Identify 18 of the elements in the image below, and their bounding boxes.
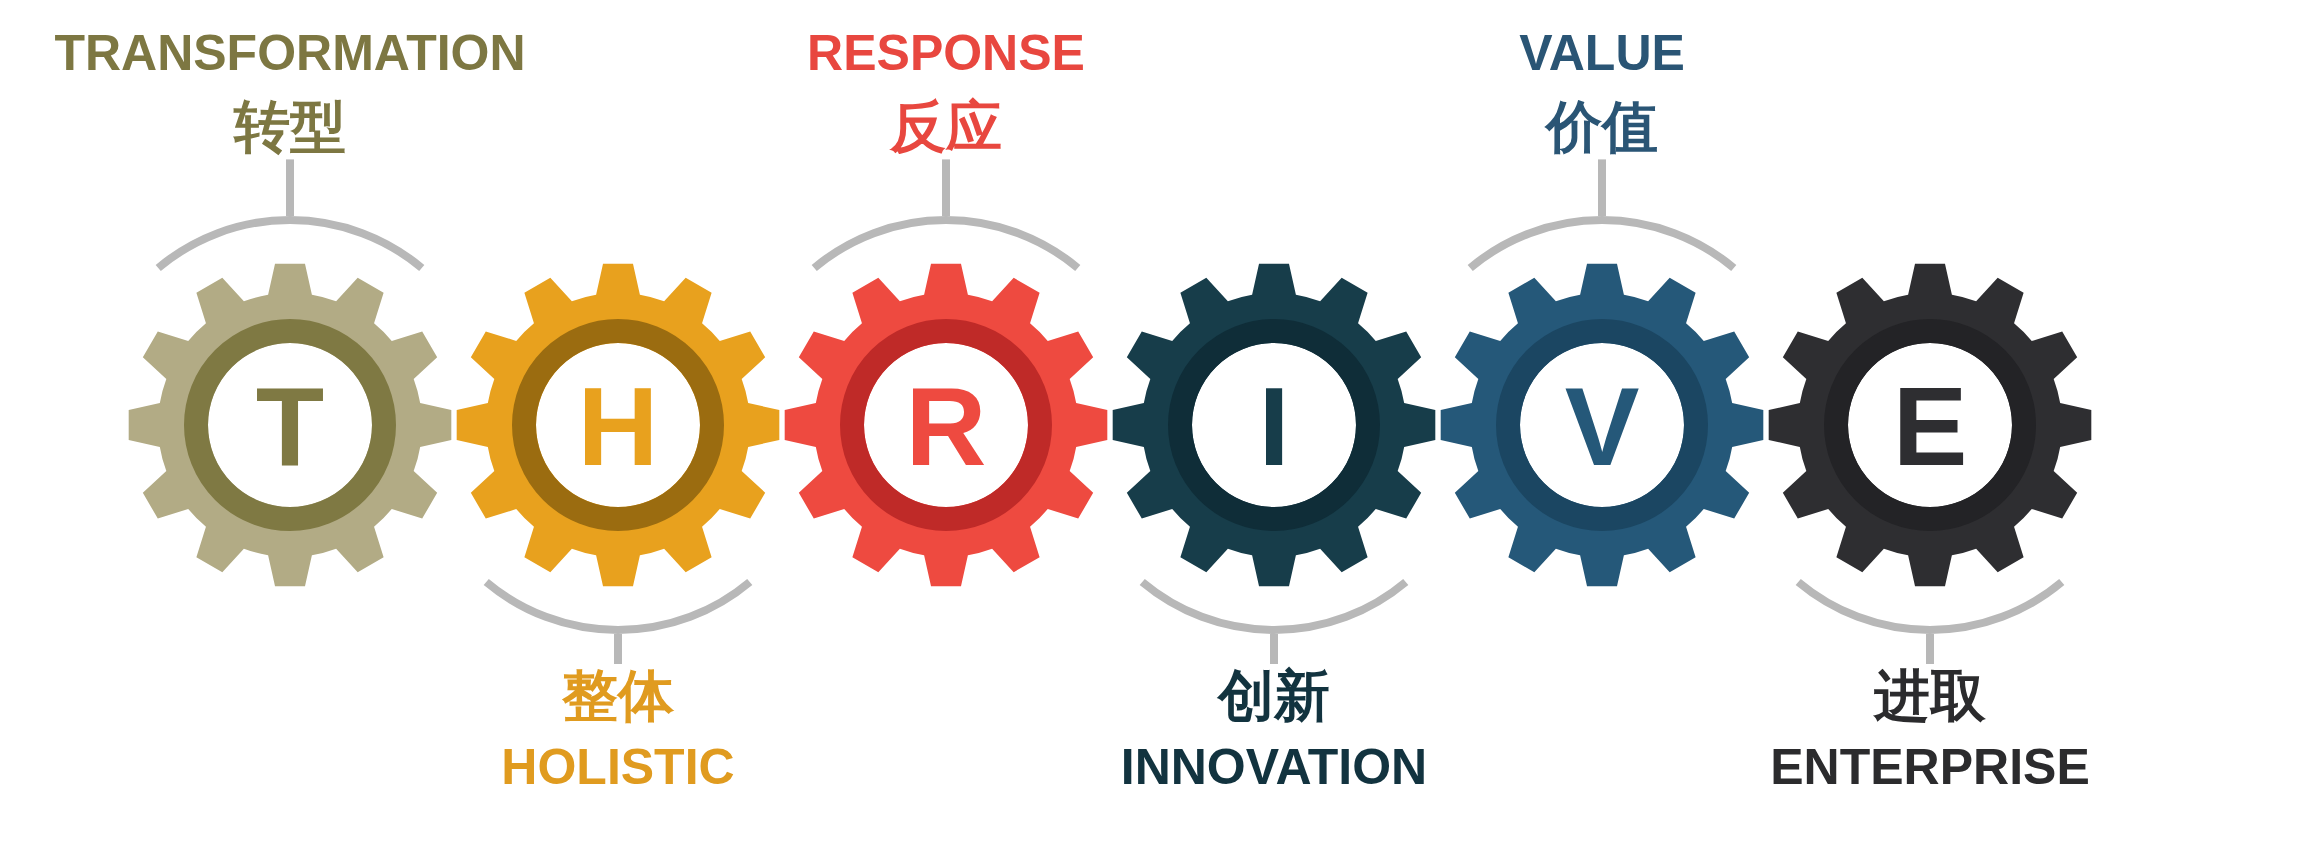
chinese-term: 反应 (890, 95, 1002, 160)
english-term: RESPONSE (807, 26, 1085, 81)
gear-letter: R (905, 382, 987, 472)
gear-letter: V (1564, 382, 1640, 472)
gear-letter: I (1258, 382, 1290, 472)
chinese-term: 创新 (1218, 664, 1330, 729)
chinese-term: 进取 (1874, 664, 1986, 729)
chinese-term: 整体 (562, 664, 674, 729)
english-term: HOLISTIC (501, 740, 735, 796)
english-term: TRANSFORMATION (54, 26, 526, 81)
gear-letter: T (255, 382, 325, 472)
chinese-term: 价值 (1546, 95, 1658, 160)
gear-letter: H (577, 382, 659, 472)
chinese-term: 转型 (234, 95, 346, 160)
english-term: INNOVATION (1120, 740, 1428, 796)
english-term: VALUE (1519, 26, 1685, 81)
english-term: ENTERPRISE (1770, 740, 2090, 796)
gear-letter: E (1892, 382, 1968, 472)
